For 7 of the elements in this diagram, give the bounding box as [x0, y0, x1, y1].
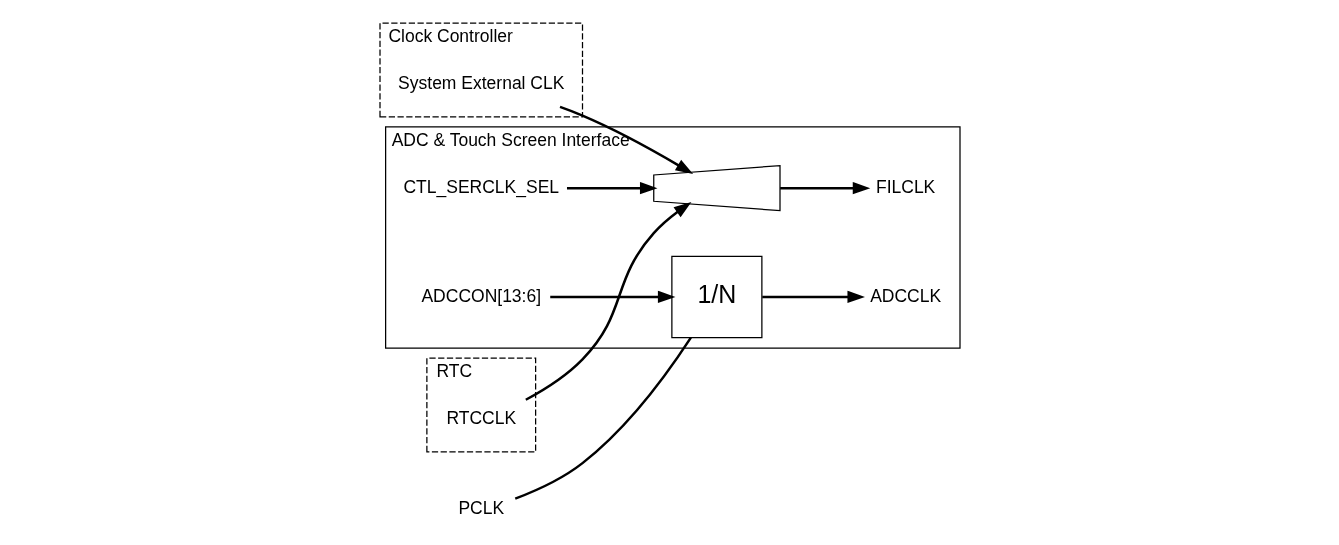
node-text: ADCCON[13:6] — [420, 285, 541, 306]
node-text: RTCCLK — [445, 408, 516, 428]
node-text: CTL_SERCLK_SEL — [402, 176, 559, 197]
node-text: ADCCLK — [869, 285, 941, 306]
node-text: System External CLK — [397, 73, 564, 93]
node-text: FILCLK — [875, 176, 935, 197]
node-text: PCLK — [457, 498, 504, 518]
